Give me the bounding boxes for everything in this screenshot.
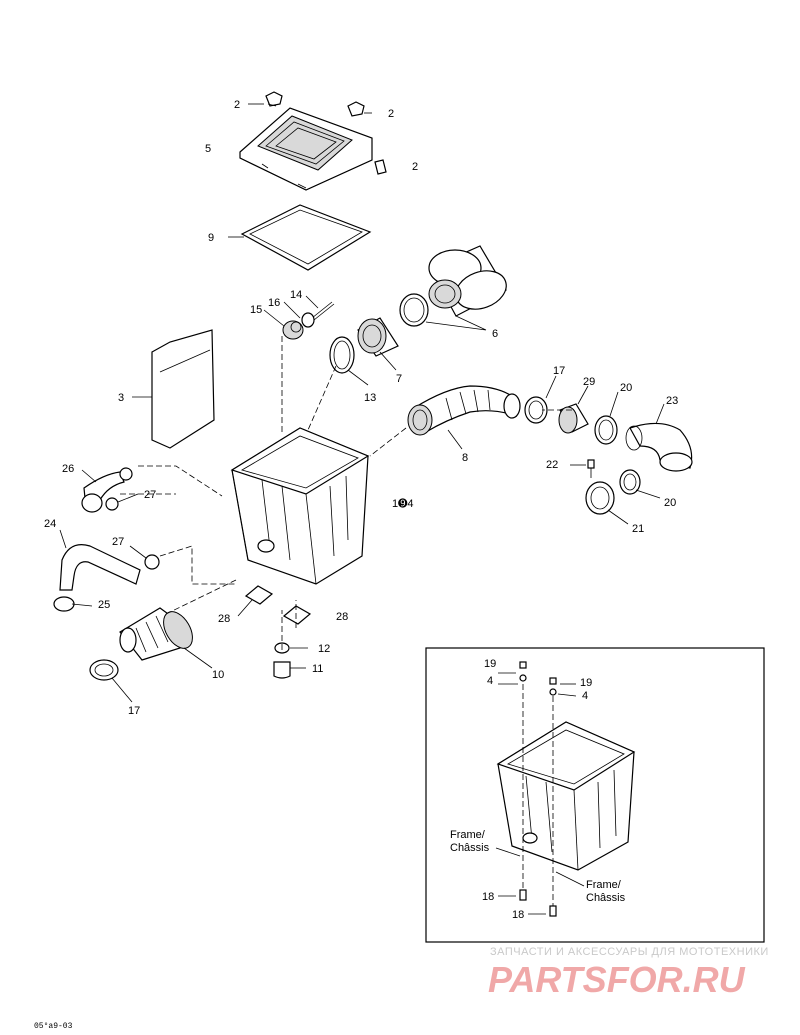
label-21: 21 [632, 523, 644, 535]
label-27: 27 [112, 536, 124, 548]
drawing-code: 05°a9-03 [34, 1022, 73, 1031]
label-17: 17 [128, 705, 140, 717]
clip-part-2-side [374, 159, 387, 175]
label-13: 13 [364, 392, 376, 404]
label-28: 28 [336, 611, 348, 623]
label-20: 20 [620, 382, 632, 394]
label-7: 7 [396, 373, 402, 385]
label-3: 3 [118, 392, 124, 404]
inset-frame-label-line1: Frame/ [450, 829, 486, 841]
label-25: 25 [98, 599, 110, 611]
watermark-tagline: ЗАПЧАСТИ И АКСЕССУАРЫ ДЛЯ МОТОТЕХНИКИ [490, 946, 769, 958]
watermark: ЗАПЧАСТИ И АКСЕССУАРЫ ДЛЯ МОТОТЕХНИКИ PA… [488, 946, 769, 1000]
hose-part-26 [81, 471, 125, 513]
label-2: 2 [412, 161, 418, 173]
hose-part-24 [59, 544, 141, 591]
pad-part-28-left [244, 585, 274, 605]
boot-part-10 [119, 607, 193, 661]
label-15: 15 [250, 304, 262, 316]
leader-lines [59, 103, 665, 703]
inset-frame-label-line2: Châssis [450, 842, 490, 854]
inset-mounting-detail: 19 4 19 4 Frame/ Châssis Frame/ Châssis … [425, 647, 765, 943]
pin-part-14 [311, 301, 335, 321]
label-27: 27 [144, 489, 156, 501]
sleeve-part-29 [558, 403, 589, 434]
elbow-part-23 [625, 422, 693, 472]
label-24: 24 [44, 518, 56, 530]
clamp-part-13 [329, 336, 355, 374]
label-11: 11 [312, 663, 323, 675]
airbox-cover-part-5 [239, 107, 373, 191]
inset-label-19: 19 [580, 677, 592, 689]
clamp-part-27-upper [105, 467, 133, 511]
clamp-part-20-upper [594, 415, 618, 445]
clamp-part-20-lower [619, 469, 641, 495]
inset-frame-label-line2: Châssis [586, 892, 626, 904]
bracket-part-21 [585, 481, 615, 515]
airbox-main [230, 427, 370, 585]
label-26: 26 [62, 463, 74, 475]
pad-part-28-right [282, 605, 312, 625]
gasket-part-9 [240, 204, 372, 271]
grommet-part-16 [301, 312, 315, 328]
callout-labels: 2 2 2 5 9 14 16 15 6 3 13 7 8 17 29 20 2… [44, 99, 678, 717]
label-8: 8 [462, 452, 468, 464]
assembly-dashed-lines [120, 336, 572, 650]
inset-label-4: 4 [487, 675, 493, 687]
label-22: 22 [546, 459, 558, 471]
label-14: 14 [290, 289, 302, 301]
inset-label-18: 18 [512, 909, 524, 921]
inset-label-4: 4 [582, 690, 588, 702]
label-20: 20 [664, 497, 676, 509]
label-6: 6 [492, 328, 498, 340]
label-2: 2 [388, 108, 394, 120]
label-1-to-4: 1➒4 [392, 498, 413, 510]
label-9: 9 [208, 232, 214, 244]
air-filter-part-6 [428, 245, 507, 317]
label-23: 23 [666, 395, 678, 407]
drain-plug-part-11 [273, 661, 291, 679]
clamp-part-27-lower [144, 554, 160, 570]
label-12: 12 [318, 643, 330, 655]
label-2: 2 [234, 99, 240, 111]
panel-part-3 [151, 329, 215, 449]
adapter-part-7 [357, 317, 399, 357]
label-16: 16 [268, 297, 280, 309]
label-10: 10 [212, 669, 224, 681]
clamp-part-25 [53, 596, 75, 612]
clip-part-2-left [265, 91, 283, 107]
label-28: 28 [218, 613, 230, 625]
plug-part-15 [282, 320, 304, 340]
inset-label-18: 18 [482, 891, 494, 903]
clamp-part-6 [399, 293, 429, 327]
watermark-brand: PARTSFOR.RU [488, 959, 746, 1000]
label-29: 29 [583, 376, 595, 388]
screw-part-22 [587, 459, 595, 478]
inset-frame-label-line1: Frame/ [586, 879, 622, 891]
clip-part-2-right [347, 101, 365, 117]
label-5: 5 [205, 143, 211, 155]
label-17: 17 [553, 365, 565, 377]
intake-tube-part-8 [407, 385, 521, 436]
clamp-part-17-lower [89, 659, 119, 681]
inset-label-19: 19 [484, 658, 496, 670]
